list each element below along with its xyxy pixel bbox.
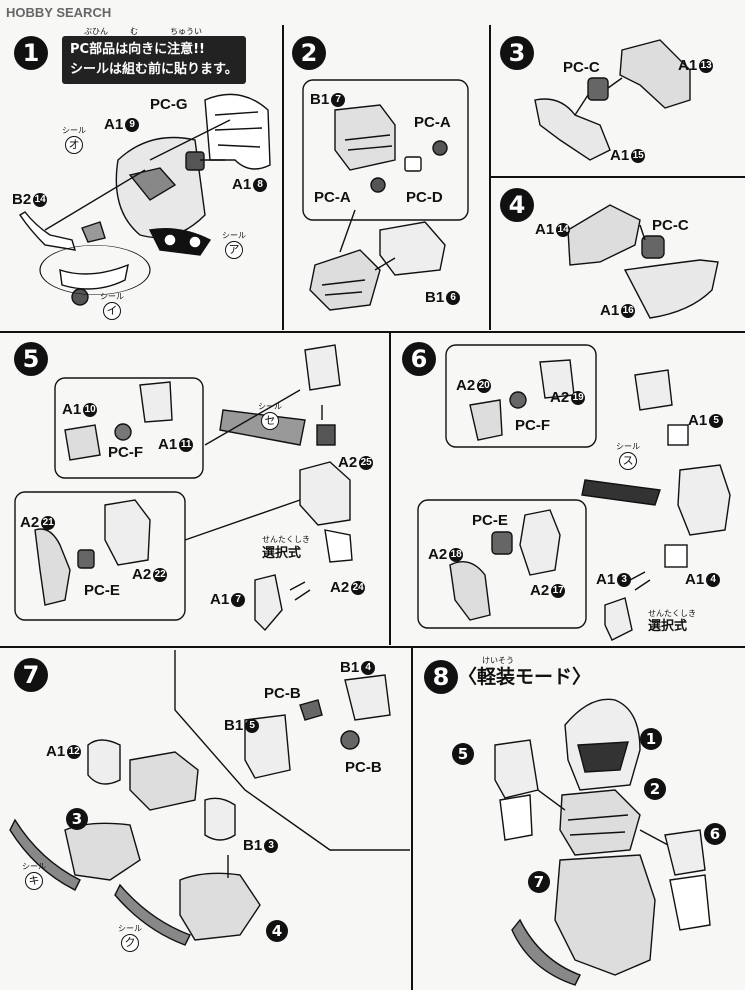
step-number-1: 1 — [14, 36, 48, 70]
part-label-pc-b-top: PC-B — [264, 685, 301, 702]
ruby-chuui: ちゅうい — [170, 27, 202, 36]
part-label-pc-a-bottom: PC-A — [314, 189, 351, 206]
mode-title: 〈軽装モード〉 — [458, 666, 592, 688]
part-label-pc-d: PC-D — [406, 189, 443, 206]
part-label-pc-c-3: PC-C — [563, 59, 600, 76]
seal-ki: シールキ — [22, 863, 46, 890]
panel-dividers — [0, 25, 745, 990]
ref-step-3: 3 — [66, 808, 88, 830]
step1-notice-box: PC部品は向きに注意!! シールは組む前に貼ります。 — [62, 36, 246, 84]
step4-art — [567, 204, 719, 319]
part-label-pc-e-5: PC-E — [84, 582, 120, 599]
step1-art — [19, 93, 271, 306]
part-label-pc-f-5: PC-F — [108, 444, 143, 461]
step7-art — [9, 650, 410, 946]
part-label-pc-f-6: PC-F — [515, 417, 550, 434]
ruby-buhin: ぶひん — [84, 27, 108, 36]
part-label-pc-a-top: PC-A — [414, 114, 451, 131]
step-number-7: 7 — [14, 658, 48, 692]
select-ruby-5: せんたくしき — [262, 535, 310, 544]
part-label-pc-b-bottom: PC-B — [345, 759, 382, 776]
part-label-pc-e-6: PC-E — [472, 512, 508, 529]
seal-ku: シールク — [118, 925, 142, 952]
seal-su: シールス — [616, 443, 640, 470]
step-number-8: 8 — [424, 660, 458, 694]
ref-step-4: 4 — [266, 920, 288, 942]
select-type-label-6: 選択式 — [648, 619, 688, 634]
step-number-2: 2 — [292, 36, 326, 70]
ruby-mu: む — [130, 27, 138, 36]
notice-line-2: シールは組む前に貼ります。 — [70, 62, 238, 77]
notice-line-1: PC部品は向きに注意!! — [70, 42, 205, 57]
step-number-5: 5 — [14, 342, 48, 376]
ref-step-5: 5 — [452, 743, 474, 765]
ref-step-6: 6 — [704, 823, 726, 845]
seal-o: シールオ — [62, 127, 86, 154]
ref-step-2: 2 — [644, 778, 666, 800]
title-ruby-8: けいそう — [482, 656, 514, 665]
step3-art — [534, 39, 691, 161]
ref-step-7: 7 — [528, 871, 550, 893]
logo-text: HOBBY SEARCH — [6, 5, 112, 20]
step-number-6: 6 — [402, 342, 436, 376]
step8-art — [494, 698, 711, 986]
ref-step-1: 1 — [640, 728, 662, 750]
hobby-search-logo: HOBBY SEARCH — [6, 5, 111, 20]
seal-se: シールセ — [258, 403, 282, 430]
step2-art — [302, 79, 469, 311]
seal-i: シールイ — [100, 293, 124, 320]
step-number-4: 4 — [500, 188, 534, 222]
step-number-3: 3 — [500, 36, 534, 70]
step5-art — [14, 344, 353, 632]
select-ruby-6: せんたくしき — [648, 609, 696, 618]
step6-art — [417, 344, 731, 641]
part-label-pc-g: PC-G — [150, 96, 188, 113]
seal-a: シールア — [222, 232, 246, 259]
select-type-label-5: 選択式 — [262, 546, 302, 561]
part-label-pc-c-4: PC-C — [652, 217, 689, 234]
